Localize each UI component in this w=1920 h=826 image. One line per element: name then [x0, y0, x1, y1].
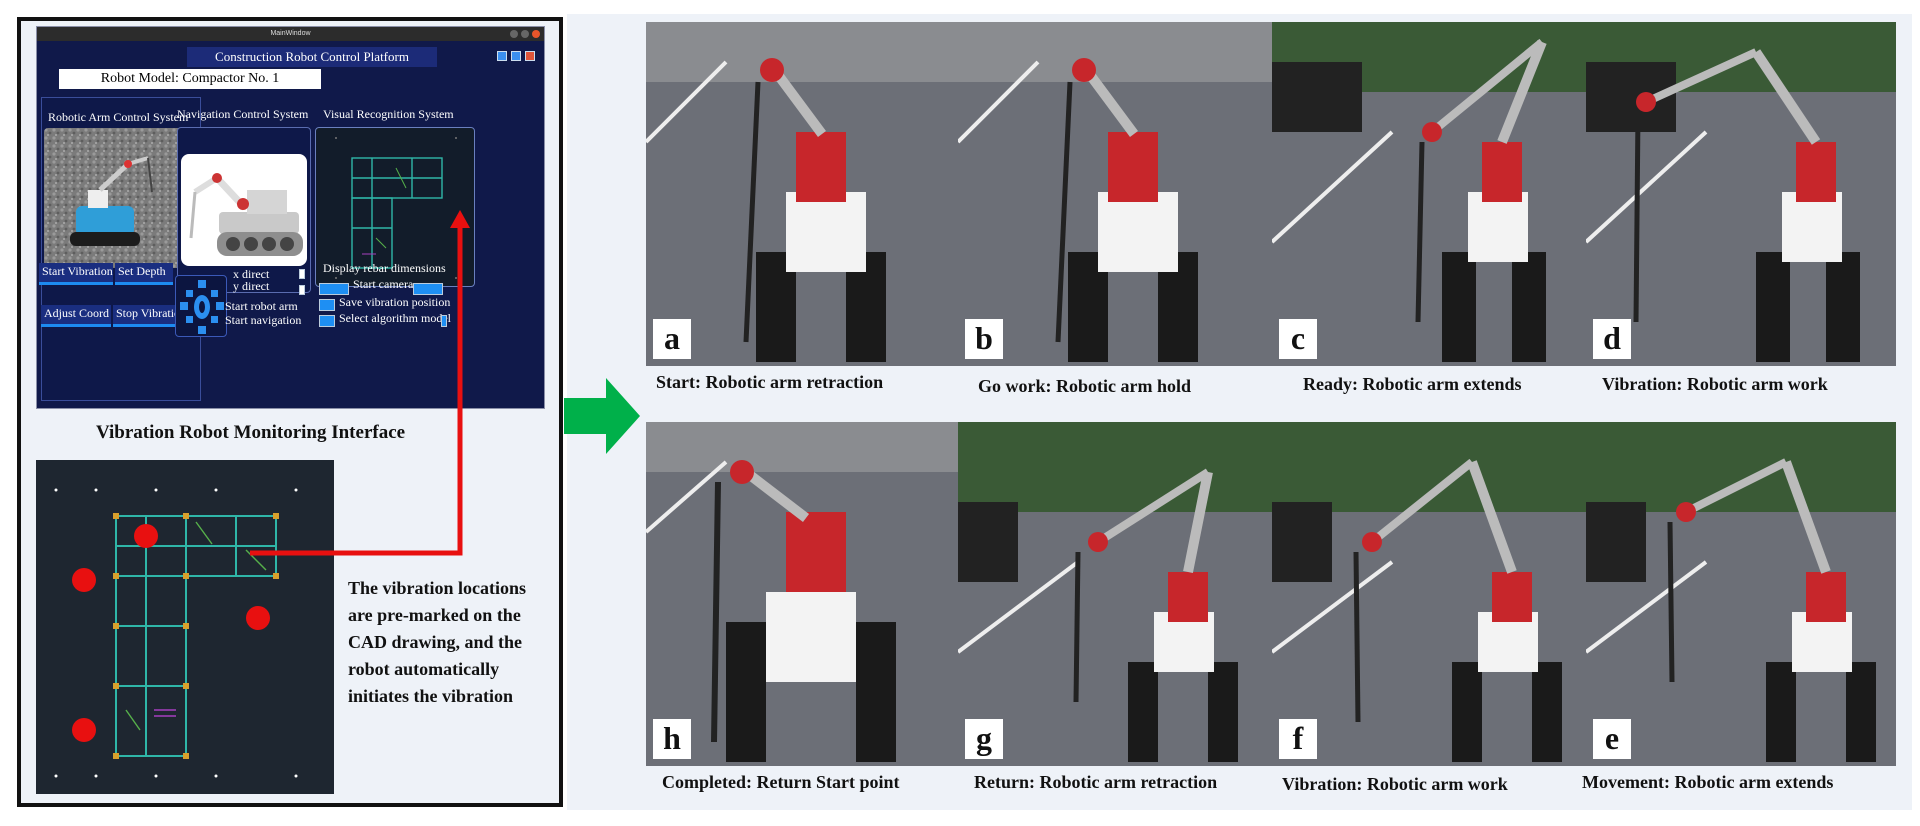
arm-camera-view [44, 128, 198, 268]
green-arrow-icon [564, 378, 640, 454]
start-vibration-button[interactable]: Start Vibration [39, 263, 113, 285]
app-close-button[interactable] [525, 51, 535, 61]
maximize-icon[interactable] [521, 30, 529, 38]
photo-letter: h [653, 719, 691, 759]
nav-control-panel: Navigation Control System [173, 97, 313, 401]
photo-caption: Go work: Robotic arm hold [978, 376, 1191, 396]
photo-caption: Completed: Return Start point [662, 772, 900, 792]
photo-caption: Return: Robotic arm retraction [974, 772, 1218, 792]
select-algorithm-button[interactable]: Select algorithm model [339, 311, 451, 325]
nav-view-frame [177, 127, 311, 293]
vision-panel-title: Visual Recognition System [323, 107, 454, 121]
set-depth-button[interactable]: Set Depth [115, 263, 173, 285]
photo-caption: Ready: Robotic arm extends [1303, 374, 1522, 394]
nav-panel-title: Navigation Control System [177, 107, 309, 121]
app-header-title: Construction Robot Control Platform [187, 47, 437, 67]
photo-e: e [1586, 422, 1896, 766]
adjust-coord-button[interactable]: Adjust Coord [41, 305, 111, 327]
app-maximize-button[interactable] [511, 51, 521, 61]
start-robot-arm-button[interactable]: Start robot arm [225, 299, 298, 313]
vibration-marker [72, 718, 96, 742]
vision-cad-view [315, 127, 475, 287]
photo-c: c [1272, 22, 1586, 366]
stop-vibration-button[interactable]: Stop Vibration [113, 305, 183, 327]
vibration-marker [246, 606, 270, 630]
cad-description: The vibration locations are pre-marked o… [348, 578, 527, 706]
photo-letter: f [1279, 719, 1317, 759]
window-titlebar: MainWindow [37, 27, 544, 41]
save-vibration-button[interactable]: Save vibration position [339, 295, 451, 309]
x-direct-label: x direct [233, 267, 270, 281]
robot-model-label: Robot Model: Compactor No. 1 [59, 69, 321, 89]
display-rebar-button[interactable]: Display rebar dimensions [323, 261, 446, 275]
photo-d: d [1586, 22, 1896, 366]
left-caption: Vibration Robot Monitoring Interface [96, 422, 406, 443]
vibration-marker [72, 568, 96, 592]
start-camera-toggle[interactable] [319, 283, 349, 295]
photo-caption: Vibration: Robotic arm work [1282, 774, 1508, 794]
y-direct-label: y direct [233, 279, 270, 293]
nav-dpad[interactable] [175, 275, 227, 337]
y-direct-slider[interactable] [299, 285, 305, 295]
arm-panel-title: Robotic Arm Control System [48, 110, 189, 124]
photo-a: a [646, 22, 958, 366]
photo-letter: g [965, 719, 1003, 759]
close-icon[interactable] [532, 30, 540, 38]
vision-panel: Visual Recognition System [313, 97, 475, 401]
photo-caption: Vibration: Robotic arm work [1602, 374, 1828, 394]
arm-control-panel: Robotic Arm Control System [41, 97, 201, 401]
window-title: MainWindow [270, 30, 311, 37]
x-direct-slider[interactable] [299, 269, 305, 279]
photo-b: b [958, 22, 1272, 366]
photo-letter: a [653, 319, 691, 359]
photo-letter: d [1593, 319, 1631, 359]
nav-robot-model-view [181, 154, 307, 266]
cad-drawing [36, 460, 334, 794]
photo-f: f [1272, 422, 1586, 766]
vibration-marker [134, 524, 158, 548]
start-navigation-button[interactable]: Start navigation [225, 313, 302, 327]
photo-caption: Start: Robotic arm retraction [656, 372, 884, 392]
photo-letter: b [965, 319, 1003, 359]
photo-letter: c [1279, 319, 1317, 359]
photo-letter: e [1593, 719, 1631, 759]
save-vibration-toggle[interactable] [319, 299, 335, 311]
start-camera-button[interactable]: Start camera [353, 277, 414, 291]
photo-caption: Movement: Robotic arm extends [1582, 772, 1834, 792]
select-algorithm-toggle[interactable] [319, 315, 335, 327]
photo-g: g [958, 422, 1272, 766]
app-minimize-button[interactable] [497, 51, 507, 61]
algorithm-status-chip [441, 315, 447, 327]
camera-status-chip [413, 283, 443, 295]
photo-h: h [646, 422, 958, 766]
minimize-icon[interactable] [510, 30, 518, 38]
